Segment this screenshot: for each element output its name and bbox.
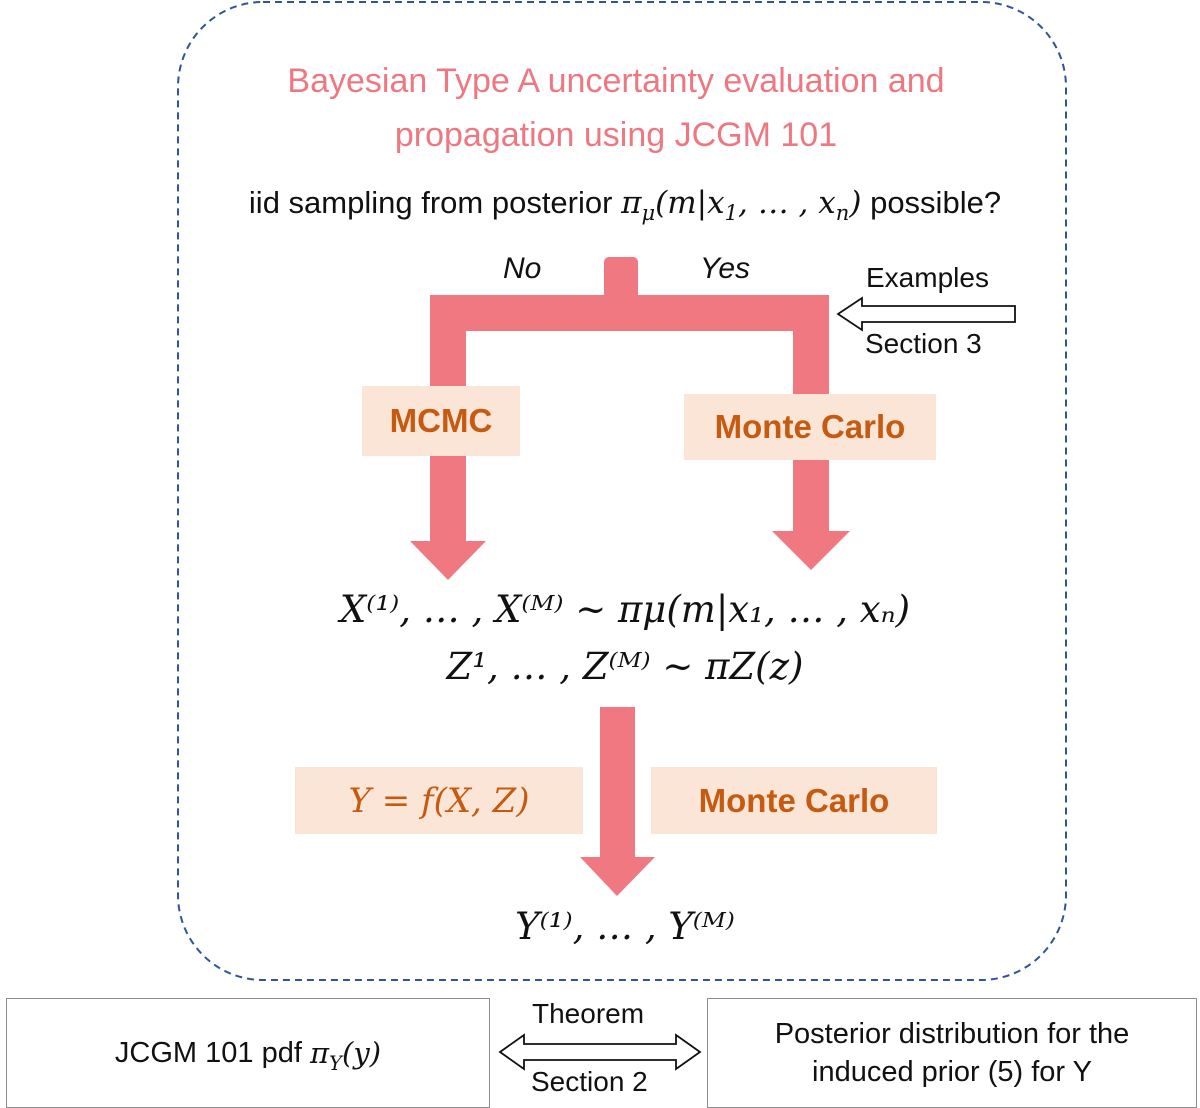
sampling-question: iid sampling from posterior πμ(m|x1, … ,…	[0, 185, 1200, 226]
posterior-expression: πμ(m|x1, … , xn)	[621, 185, 862, 226]
right-branch-arrowhead	[772, 531, 850, 570]
dashed-container	[177, 1, 1067, 981]
theorem-label: Theorem	[532, 998, 645, 1029]
left-branch-arrowhead	[410, 541, 486, 580]
examples-label: Examples	[866, 262, 989, 293]
monte-carlo-propagation-box: Monte Carlo	[651, 767, 937, 834]
diagram-title-line-2: propagation using JCGM 101	[394, 116, 838, 154]
propagation-arrowhead	[580, 857, 655, 896]
pdf-expression: πY(y)	[309, 1036, 382, 1075]
monte-carlo-sampling-box: Monte Carlo	[684, 394, 936, 460]
branch-bar	[430, 295, 822, 331]
jcgm-101-pdf-label: JCGM 101 pdf	[114, 1037, 302, 1069]
jcgm-101-pdf-box: JCGM 101 pdf πY(y)	[6, 998, 490, 1108]
branch-yes-label: Yes	[700, 252, 751, 285]
input-samples-expression: X⁽¹⁾, … , X⁽ᴹ⁾ ~ πμ(m|x₁, … , xₙ)	[339, 588, 911, 631]
reference-left-arrow	[836, 296, 1016, 332]
output-samples-expression: Y⁽¹⁾, … , Y⁽ᴹ⁾	[515, 905, 735, 948]
z-samples-expression: Z¹, … , Z⁽ᴹ⁾ ~ πZ(z)	[446, 645, 804, 688]
posterior-box-line-1: Posterior distribution for the	[774, 1018, 1130, 1050]
question-suffix: possible?	[870, 185, 1002, 220]
section-3-label: Section 3	[865, 328, 982, 359]
model-function-box: Y = f(X, Z)	[295, 767, 583, 834]
posterior-induced-prior-box: Posterior distribution for the induced p…	[707, 998, 1197, 1108]
section-2-label: Section 2	[531, 1066, 648, 1097]
branch-stem	[604, 257, 638, 305]
diagram-title-line-1: Bayesian Type A uncertainty evaluation a…	[287, 62, 945, 100]
question-prefix: iid sampling from posterior	[248, 185, 613, 220]
propagation-arrow-shaft	[600, 707, 635, 859]
branch-no-label: No	[503, 252, 542, 285]
theorem-double-arrow	[498, 1033, 702, 1071]
mcmc-box: MCMC	[362, 386, 520, 456]
posterior-box-line-2: induced prior (5) for Y	[812, 1056, 1092, 1088]
